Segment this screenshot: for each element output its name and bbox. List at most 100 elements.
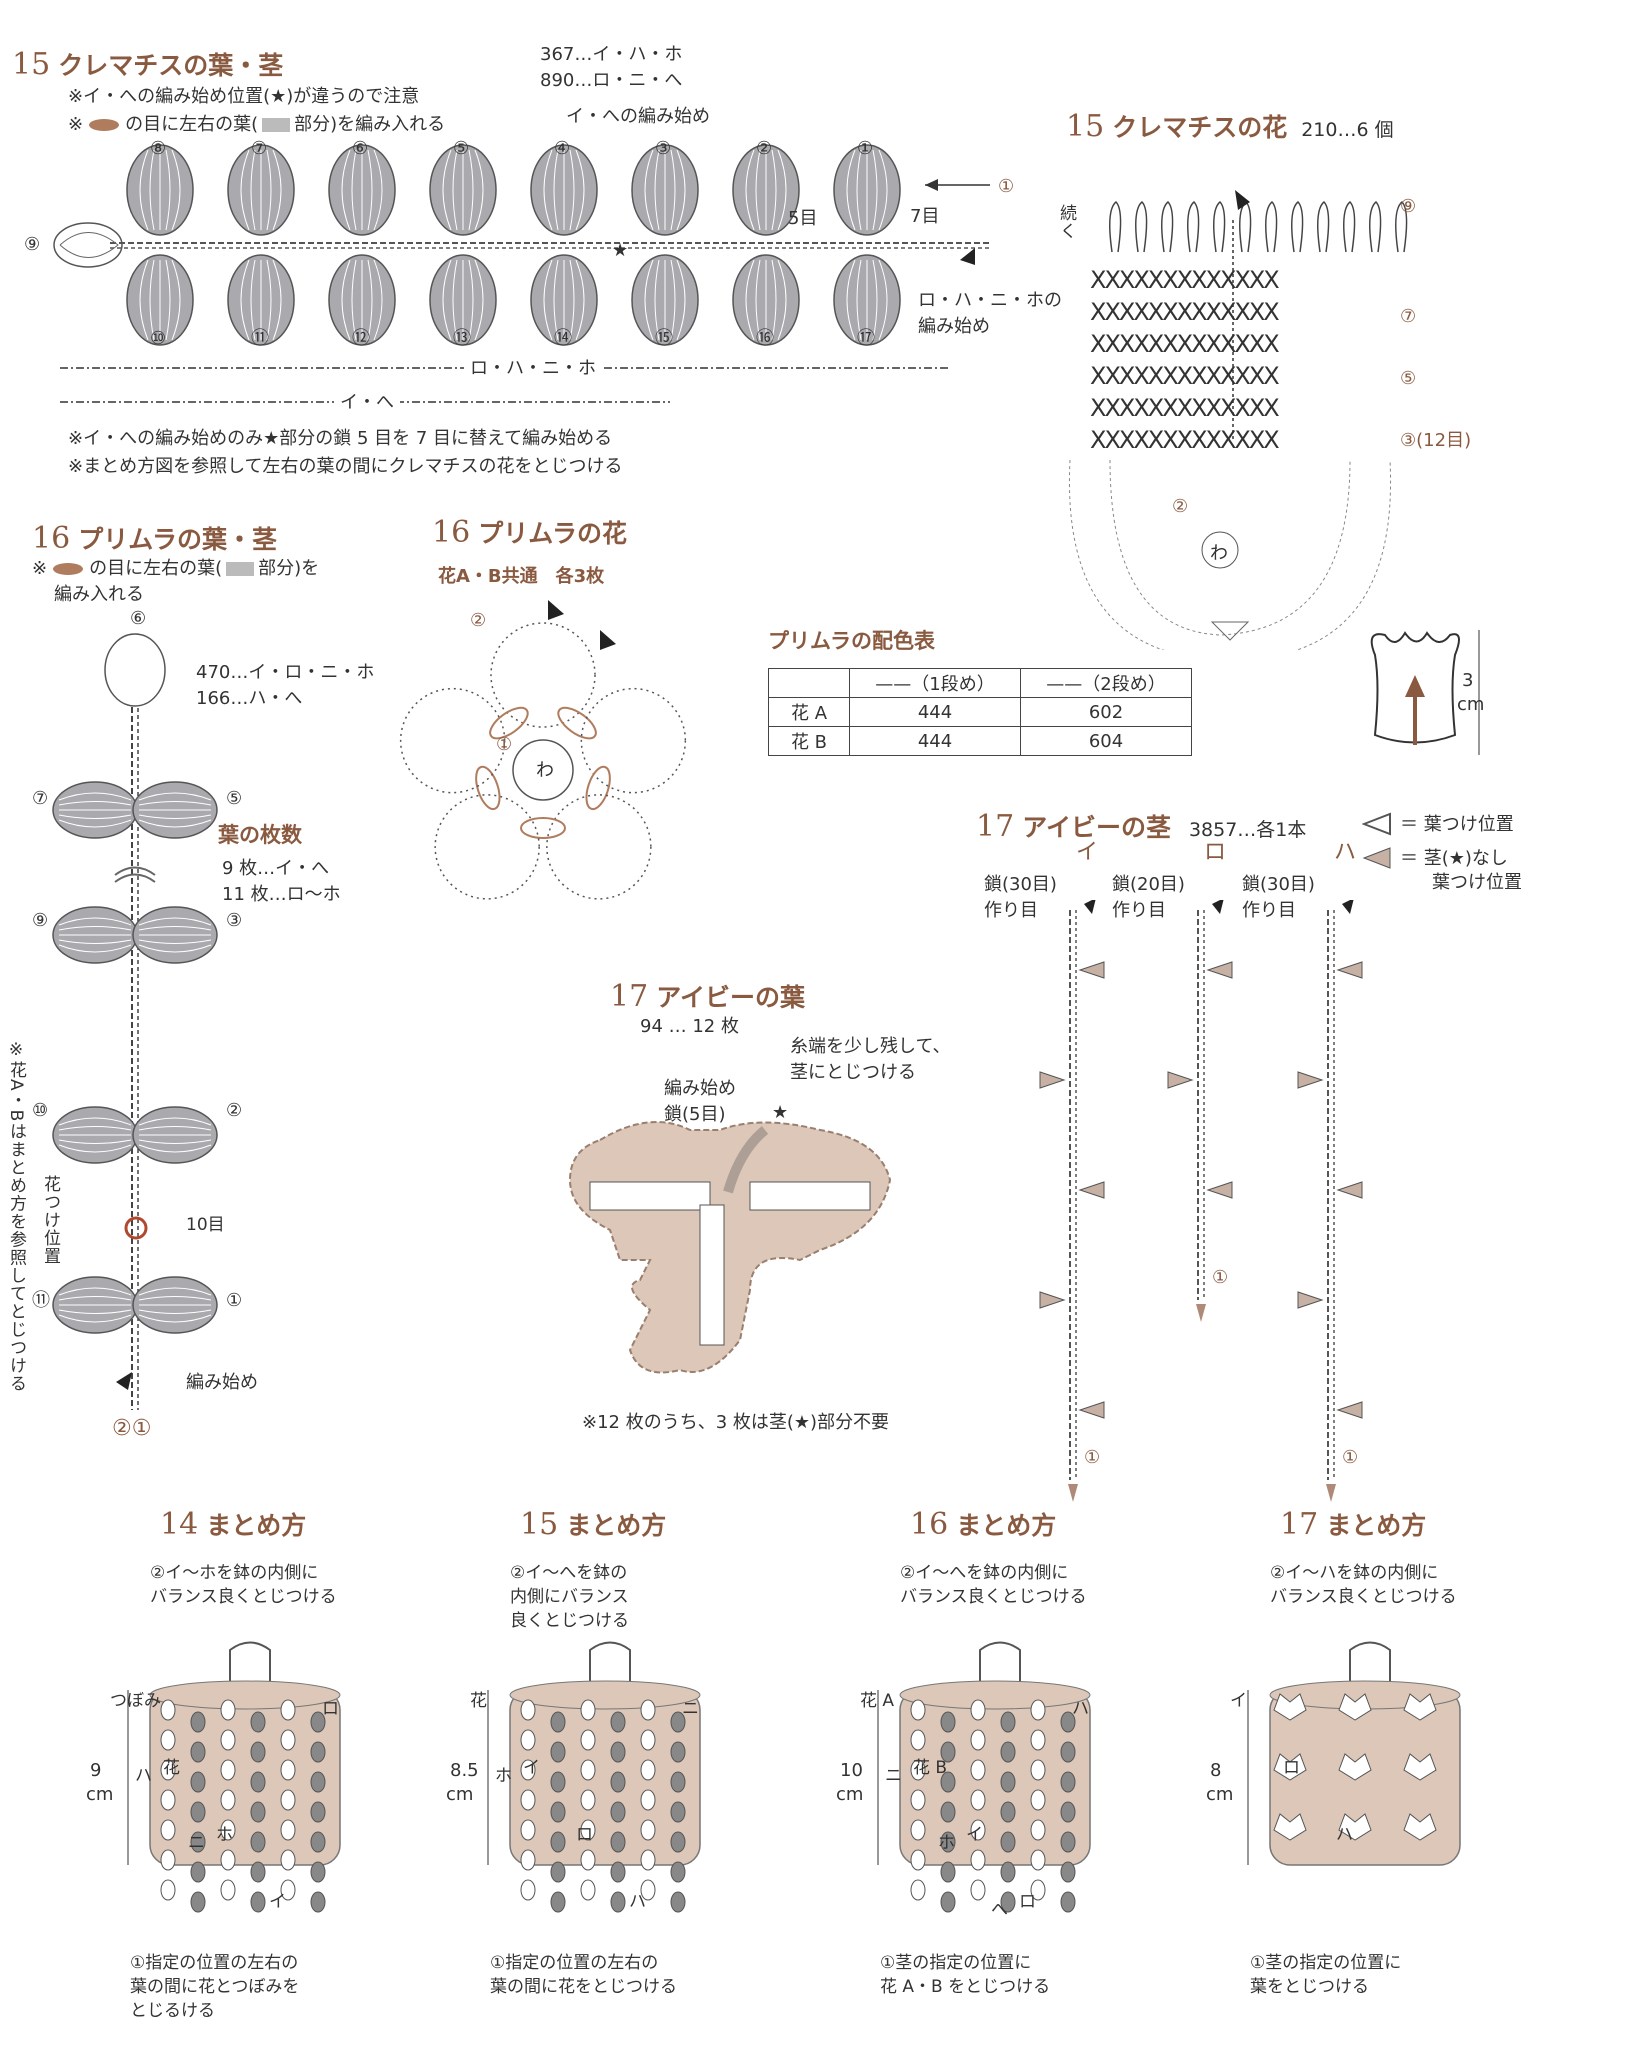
table-cell: 444 bbox=[849, 697, 1021, 727]
right-leaf-number: ① bbox=[226, 1290, 243, 1311]
s17-start1: 編み始め bbox=[664, 1078, 736, 1099]
gray-swatch-icon bbox=[262, 118, 291, 132]
right-leaf-number: ③ bbox=[226, 910, 243, 931]
bell-size: 3 bbox=[1462, 670, 1474, 691]
clematis-center: わ bbox=[1210, 543, 1228, 564]
s17-leaf-yarn: 94 … 12 枚 bbox=[640, 1016, 739, 1037]
left-leaf-number: ⑪ bbox=[32, 1290, 50, 1311]
assembly-note-top: バランス良くとじつける bbox=[150, 1587, 337, 1607]
s16-yarn1: 470…イ・ロ・ニ・ホ bbox=[196, 662, 375, 683]
assembly-label: ホ bbox=[938, 1833, 955, 1853]
assembly-note-top: ②イ〜ハを鉢の内側に bbox=[1270, 1563, 1439, 1583]
assembly-label: 花 bbox=[163, 1758, 180, 1778]
s17-note2: 茎にとじつける bbox=[790, 1062, 916, 1083]
table-cell: 花 B bbox=[768, 726, 850, 756]
bottom-leaf-number: ⑯ bbox=[756, 328, 774, 349]
s16-note: ※の目に左右の葉(部分)を bbox=[32, 558, 320, 579]
primula-leaf bbox=[132, 1276, 218, 1334]
s17-leaf-foot: ※12 枚のうち、3 枚は茎(★)部分不要 bbox=[582, 1412, 890, 1433]
stem-chain-label: 鎖(20目) bbox=[1112, 874, 1185, 895]
assembly-unit: cm bbox=[836, 1784, 864, 1805]
double-crochet-mark bbox=[1291, 200, 1304, 253]
left-leaf-number: ⑨ bbox=[32, 910, 49, 931]
primula-leaf-chart bbox=[52, 633, 218, 1410]
clematis-leaf bbox=[429, 144, 497, 236]
assembly-note-bottom: ①指定の位置の左右の bbox=[490, 1953, 659, 1973]
assembly-size: 9 bbox=[90, 1760, 102, 1781]
assembly-label: イ bbox=[269, 1892, 286, 1912]
stitch-row: XXXXXXXXXXXXX bbox=[1090, 362, 1279, 390]
stem-base-label: 作り目 bbox=[1242, 900, 1296, 921]
bottom-leaf-number: ⑮ bbox=[655, 328, 673, 349]
stitch-row: XXXXXXXXXXXXX bbox=[1090, 298, 1279, 326]
s17-note1: 糸端を少し残して、 bbox=[790, 1036, 951, 1057]
s15-foot1: ※イ・への編み始めのみ★部分の鎖 5 目を 7 目に替えて編み始める bbox=[68, 428, 613, 449]
double-crochet-mark bbox=[1161, 200, 1174, 253]
legend2a: ＝ 茎(★)なし bbox=[1400, 848, 1508, 869]
primula-r2: ② bbox=[470, 610, 487, 631]
s15-foot2: ※まとめ方図を参照して左右の葉の間にクレマチスの花をとじつける bbox=[68, 456, 623, 477]
table-header bbox=[768, 668, 850, 698]
primula-leaf bbox=[52, 1276, 138, 1334]
primula-leaf bbox=[52, 906, 138, 964]
s15-note1: ※イ・への編み始め位置(★)が違うので注意 bbox=[68, 86, 420, 107]
clematis-row2: ② bbox=[1172, 496, 1189, 517]
stem-row1: ① bbox=[1342, 1447, 1359, 1468]
assembly-unit: cm bbox=[86, 1784, 114, 1805]
clematis-leaf bbox=[631, 144, 699, 236]
bottom-leaf-number: ⑭ bbox=[554, 328, 572, 349]
stitch-row: XXXXXXXXXXXXX bbox=[1090, 394, 1279, 422]
double-crochet-mark bbox=[1343, 200, 1356, 253]
oval-stitch-icon bbox=[53, 563, 84, 575]
flower-row-label: ⑦ bbox=[1400, 306, 1417, 327]
double-crochet-mark bbox=[1109, 200, 1122, 253]
s16-yarn2: 166…ハ・へ bbox=[196, 688, 303, 709]
assembly-label: ニ bbox=[188, 1833, 205, 1853]
assembly-note-top: 良くとじつける bbox=[510, 1611, 629, 1631]
legend2b: 葉つけ位置 bbox=[1432, 872, 1522, 893]
assembly-label: ロ bbox=[1019, 1892, 1036, 1912]
assembly-note-top: 内側にバランス bbox=[510, 1587, 629, 1607]
table-header: ——（2段め） bbox=[1020, 668, 1192, 698]
clematis-leaf bbox=[530, 254, 598, 346]
table-cell: 602 bbox=[1020, 697, 1192, 727]
assembly-note-top: ②イ〜へを鉢の内側に bbox=[900, 1563, 1069, 1583]
assembly-label: ハ bbox=[629, 1892, 646, 1912]
bottom-leaf-number: ⑰ bbox=[857, 328, 875, 349]
assembly-label: 花 B bbox=[913, 1758, 948, 1778]
right-leaf-number: ② bbox=[226, 1100, 243, 1121]
clematis-leaf bbox=[328, 254, 396, 346]
start-label: 編み始め bbox=[186, 1372, 258, 1393]
s16-flower-sub: 花A・B共通 各3枚 bbox=[438, 566, 605, 587]
left-leaf-number: ⑨ bbox=[24, 234, 41, 255]
gray-swatch-icon bbox=[226, 562, 255, 576]
flower-row-label: ③(12目) bbox=[1400, 430, 1472, 451]
s15-yarn1: 367…イ・ハ・ホ bbox=[540, 44, 683, 65]
assembly-label: 花 A bbox=[860, 1691, 895, 1711]
assembly-label: ロ bbox=[1283, 1758, 1300, 1778]
clematis-leaf bbox=[227, 144, 295, 236]
s15-note2: ※の目に左右の葉(部分)を編み入れる bbox=[68, 114, 446, 135]
bottom-leaf-number: ⑩ bbox=[150, 328, 167, 349]
assembly-size: 8 bbox=[1210, 1760, 1222, 1781]
stem-base-label: 作り目 bbox=[984, 900, 1038, 921]
leaf-count2: 11 枚…ロ〜ホ bbox=[222, 884, 341, 905]
s15-yarn2: 890…ロ・ニ・へ bbox=[540, 70, 683, 91]
assembly-label: ニ bbox=[682, 1699, 699, 1719]
table-cell: 444 bbox=[849, 726, 1021, 756]
clematis-leaf bbox=[833, 144, 901, 236]
right-leaf-number: ⑤ bbox=[226, 788, 243, 809]
assembly-label: ニ bbox=[885, 1766, 902, 1786]
pot-illustration bbox=[877, 1641, 1091, 1913]
stem-row1: ① bbox=[1084, 1447, 1101, 1468]
double-crochet-mark bbox=[1265, 200, 1278, 253]
s17-start2: 鎖(5目) bbox=[664, 1104, 726, 1125]
primula-r1: ① bbox=[496, 734, 513, 755]
